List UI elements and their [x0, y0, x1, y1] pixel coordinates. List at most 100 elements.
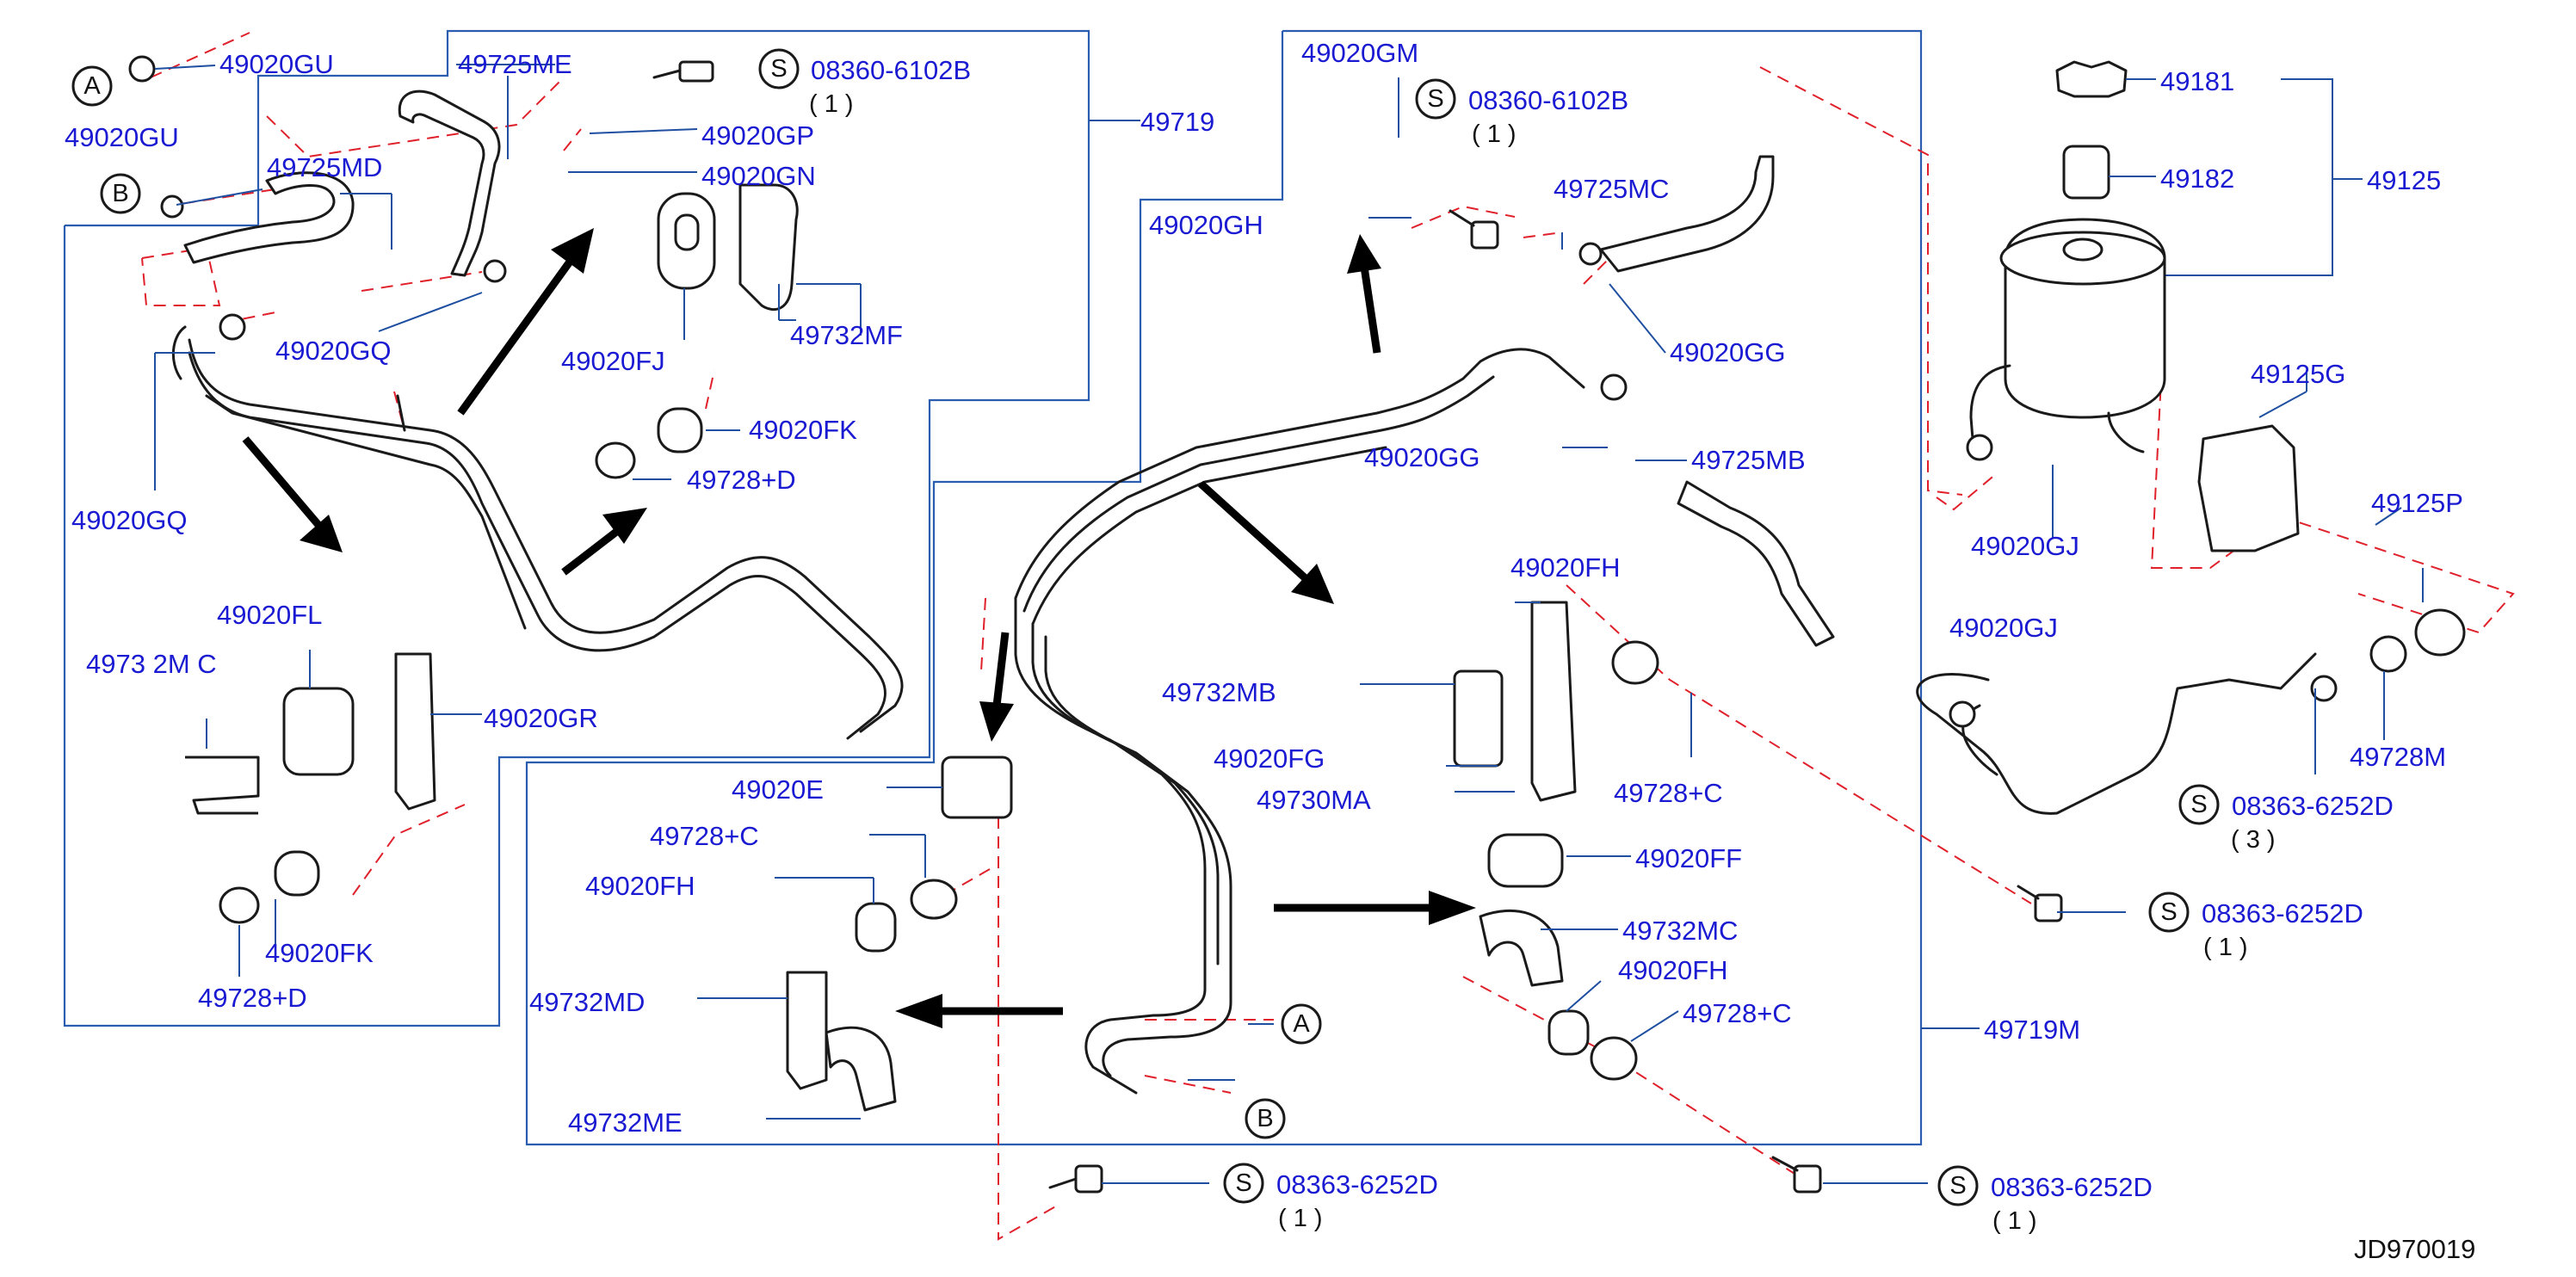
label-49020GR: 49020GR	[484, 703, 598, 733]
label-49182: 49182	[2160, 163, 2234, 194]
fastener-qty-2: ( 1 )	[1472, 120, 1517, 148]
fastener-qty-6: ( 1 )	[1992, 1207, 2037, 1235]
callout-a-left	[71, 65, 113, 107]
callout-s-6	[1937, 1165, 1979, 1206]
label-49728C-c: 49728+C	[1683, 998, 1792, 1028]
callout-b-center	[1245, 1098, 1286, 1139]
collar-49728C-right	[1611, 640, 1659, 685]
collar-49728D-top	[595, 441, 636, 479]
label-49020GU-a: 49020GU	[219, 49, 334, 79]
grommet-49020FL	[282, 687, 355, 776]
fastener-qty-1: ( 1 )	[809, 90, 854, 118]
hose-49725MB	[1677, 480, 1835, 647]
hose-49725ME	[398, 89, 501, 277]
label-4973-2MC: 4973 2M C	[86, 649, 217, 679]
collar-49728D-bottom	[219, 886, 260, 924]
label-49020GM: 49020GM	[1301, 38, 1418, 68]
reference-lines	[141, 32, 2515, 1241]
label-49020FH-b: 49020FH	[585, 871, 695, 901]
label-49728D-a: 49728+D	[687, 465, 796, 495]
bracket-49732MD	[786, 971, 828, 1090]
bracket-49020GR	[394, 652, 436, 811]
bracket-49125G	[2197, 424, 2300, 552]
bracket-49730MA	[1530, 601, 1577, 802]
callout-s-1	[758, 48, 800, 89]
assembly-frames	[63, 29, 2363, 1146]
fastener-codes: 08360-6102B ( 1 ) 08360-6102B ( 1 ) 0836…	[809, 55, 2394, 1235]
filter-49182	[2062, 145, 2110, 200]
bushing-49020FH-right	[1547, 1009, 1590, 1056]
fastener-qty-5: ( 1 )	[1278, 1205, 1323, 1232]
frame-49719M	[525, 29, 1923, 1146]
callout-s-5	[1223, 1163, 1264, 1204]
label-49020FG: 49020FG	[1214, 743, 1325, 774]
callout-s-6-text: S	[1949, 1172, 1966, 1200]
diagram-code: JD970019	[2354, 1234, 2475, 1264]
clamp-49732MB	[1453, 669, 1504, 768]
label-49020E: 49020E	[732, 774, 824, 805]
hose-49725MC	[1599, 155, 1775, 273]
label-49020GJ-b: 49020GJ	[1949, 613, 2058, 643]
label-49725MC: 49725MC	[1554, 174, 1669, 204]
frame-49719	[63, 29, 1090, 1027]
callout-b-left-text: B	[112, 180, 128, 207]
callout-markers: A B A B S S S S S S	[71, 48, 2220, 1206]
collar-49728C-bottom	[1590, 1036, 1638, 1081]
part-shapes	[128, 55, 2466, 1194]
callout-s-1-text: S	[770, 55, 787, 83]
frame-49125	[2126, 78, 2333, 276]
bolt-08360-top-center	[1449, 209, 1499, 250]
callout-s-5-text: S	[1235, 1169, 1251, 1197]
label-49725MD: 49725MD	[267, 152, 382, 182]
fastener-code-2: 08360-6102B	[1468, 85, 1628, 115]
fastener-code-3: 08363-6252D	[2232, 791, 2394, 821]
collar-49728C-mid	[910, 879, 958, 920]
label-49181: 49181	[2160, 66, 2234, 96]
fastener-code-4: 08363-6252D	[2202, 898, 2363, 928]
bracket-4973-2MC	[185, 756, 260, 815]
leader-lines	[154, 64, 2424, 1184]
callout-s-4	[2148, 891, 2190, 933]
bushing-49020FH-mid	[855, 902, 897, 953]
fastener-qty-3: ( 3 )	[2231, 826, 2276, 854]
label-49728M: 49728M	[2350, 742, 2446, 772]
label-49719: 49719	[1140, 107, 1214, 137]
label-49728D-b: 49728+D	[198, 983, 307, 1013]
bolt-08363-left-bottom	[1048, 1164, 1103, 1194]
direction-arrows	[242, 228, 1476, 1028]
label-49728C-a: 49728+C	[1614, 778, 1723, 808]
label-49732MC: 49732MC	[1622, 916, 1738, 946]
clamp-49732MF	[738, 183, 799, 312]
callout-s-3	[2178, 784, 2220, 825]
fastener-code-6: 08363-6252D	[1991, 1172, 2153, 1202]
bushing-49020FK-top	[657, 407, 703, 453]
label-49020GJ: 49020GJ	[1971, 531, 2079, 561]
pressure-lines	[171, 325, 2317, 1095]
callout-s-4-text: S	[2160, 898, 2177, 926]
collar-49728M	[2369, 635, 2407, 673]
part-labels: 49020GU 49020GU 49725ME 49725MD 49020GP …	[65, 38, 2463, 1138]
callout-b-left	[100, 173, 141, 214]
bolt-08363-mid-right	[2017, 885, 2063, 922]
label-49020GH: 49020GH	[1149, 210, 1263, 240]
grommet-49020FF	[1487, 833, 1564, 888]
callout-a-left-text: A	[83, 72, 101, 100]
label-49732MF: 49732MF	[790, 320, 903, 350]
label-49020GN: 49020GN	[701, 161, 816, 191]
label-49020GG-b: 49020GG	[1364, 442, 1480, 472]
label-49020GP: 49020GP	[701, 120, 814, 151]
callout-s-3-text: S	[2190, 791, 2207, 818]
bushing-49020FK-bottom	[274, 850, 320, 897]
label-49125P: 49125P	[2371, 488, 2463, 518]
fastener-code-5: 08363-6252D	[1276, 1169, 1438, 1200]
block-49020E	[941, 756, 1013, 819]
mount-49125P	[2414, 608, 2466, 657]
label-49020GU-b: 49020GU	[65, 122, 179, 152]
callout-s-2-text: S	[1427, 85, 1443, 113]
label-49732MB: 49732MB	[1162, 677, 1276, 707]
label-49732MD: 49732MD	[529, 987, 645, 1017]
callout-a-center-text: A	[1293, 1010, 1310, 1038]
cap-49181	[2055, 60, 2128, 98]
label-49020FK-b: 49020FK	[265, 938, 374, 968]
